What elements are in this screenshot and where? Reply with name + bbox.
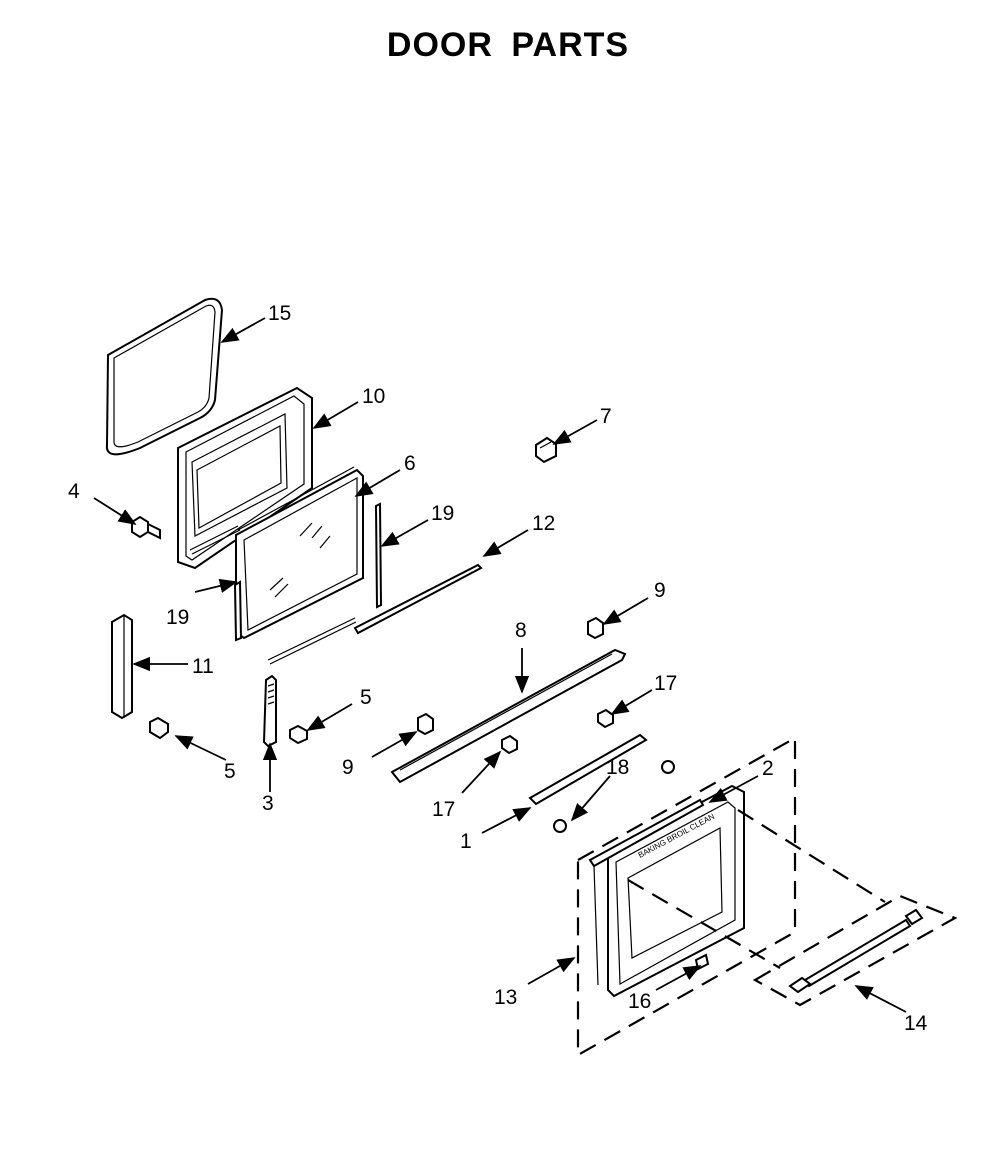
spacer-part-18-bottom — [553, 819, 567, 833]
clip-part-7 — [535, 436, 557, 464]
door-glass-part-6 — [235, 466, 364, 640]
callout-16: 16 — [628, 990, 651, 1013]
callout-19-right: 19 — [431, 502, 454, 525]
page-title: DOOR PARTS — [386, 26, 630, 64]
spacer-part-18-top — [661, 760, 675, 774]
callout-13: 13 — [494, 986, 517, 1009]
side-trim-part-11 — [111, 613, 133, 720]
callout-14: 14 — [904, 1012, 928, 1035]
screw-part-17-right — [597, 708, 614, 729]
screw-part-17-left — [501, 734, 518, 755]
callout-7: 7 — [600, 405, 612, 428]
screw-part-5-right — [289, 724, 308, 745]
hinge-part-3 — [262, 674, 277, 748]
callout-17-right: 17 — [654, 672, 677, 695]
leader-arrows — [93, 317, 907, 1013]
callout-18: 18 — [606, 756, 629, 779]
callout-3: 3 — [262, 792, 274, 815]
screw-part-5-left — [149, 716, 169, 740]
glass-seal-part-19 — [233, 502, 383, 642]
screw-part-4 — [131, 515, 161, 540]
vent-rail-part-8 — [390, 648, 627, 784]
callout-12: 12 — [532, 512, 555, 535]
assembly-boundary-14 — [752, 894, 958, 1007]
callout-4: 4 — [68, 480, 80, 503]
door-assembly-part-13 — [588, 798, 705, 986]
callout-9-left: 9 — [342, 756, 354, 779]
fastener-part-9-left — [417, 712, 434, 736]
callout-5-left: 5 — [224, 760, 236, 783]
callout-11: 11 — [192, 655, 214, 678]
door-gasket-part-15 — [105, 297, 224, 456]
glass-channel-part-12 — [267, 563, 483, 665]
hinge-rod-part-14 — [788, 908, 924, 994]
door-handle-part-1 — [528, 733, 648, 806]
inner-door-panel-part-10 — [177, 386, 313, 570]
callout-15: 15 — [268, 302, 291, 325]
callout-labels: 15 10 7 4 6 19 12 19 9 8 11 17 5 2 9 18 … — [68, 302, 928, 1035]
callout-9-right: 9 — [654, 579, 666, 602]
callout-8: 8 — [515, 619, 527, 642]
callout-6: 6 — [404, 452, 416, 475]
callout-17-left: 17 — [432, 798, 455, 821]
fastener-part-9-right — [587, 616, 604, 640]
callout-2: 2 — [762, 757, 774, 780]
assembly-boundary-13 — [576, 736, 797, 1057]
callout-1: 1 — [460, 830, 472, 853]
callout-5-right: 5 — [360, 686, 372, 709]
callout-10: 10 — [362, 385, 385, 408]
callout-19-left: 19 — [166, 606, 189, 629]
assembly-guide-lines — [627, 809, 886, 969]
